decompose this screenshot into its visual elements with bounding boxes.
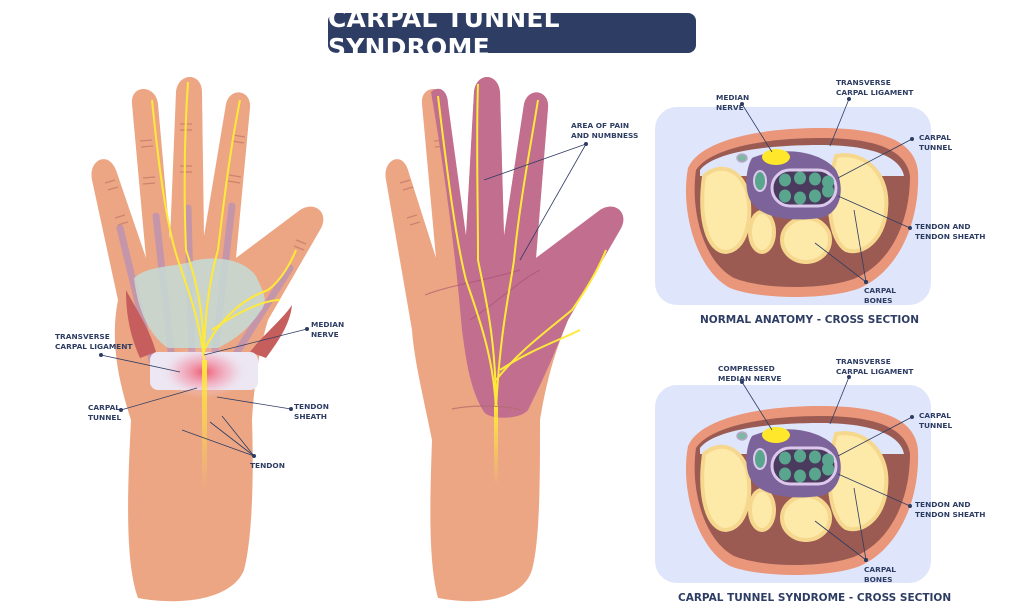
syndrome-label-transverse-carpal-ligament: TRANSVERSE CARPAL LIGAMENT — [836, 357, 914, 376]
carpal-bone — [700, 166, 752, 255]
middle-hand-leader-lines — [483, 141, 589, 261]
tendon-cross-section — [822, 184, 834, 198]
normal-label-carpal-tunnel: CARPAL TUNNEL — [919, 133, 953, 152]
compressed-median-nerve — [762, 427, 790, 443]
page-title: CARPAL TUNNEL SYNDROME — [328, 4, 560, 62]
syndrome-label-tendon-sheath: TENDON AND TENDON SHEATH — [915, 500, 986, 519]
label-area-of-pain: AREA OF PAIN AND NUMBNESS — [571, 121, 639, 140]
tendon-cross-section — [809, 450, 821, 464]
tendon-cross-section — [809, 189, 821, 203]
label-tendon-sheath: TENDON SHEATH — [294, 402, 329, 421]
vessel-icon — [736, 153, 748, 163]
syndrome-section-caption: CARPAL TUNNEL SYNDROME - CROSS SECTION — [678, 592, 952, 604]
carpal-bone — [780, 494, 832, 542]
forearm-tendons — [168, 392, 240, 500]
leader-line — [741, 103, 773, 153]
tendon-cross-section — [822, 462, 834, 476]
leader-line — [837, 195, 911, 229]
tendon-cross-section — [794, 449, 806, 463]
carpal-bone — [748, 210, 776, 254]
leader-line — [741, 381, 773, 431]
tendon-cross-section — [753, 170, 767, 192]
label-tendon: TENDON — [250, 461, 285, 470]
leader-line — [837, 473, 911, 507]
tendon-cross-section — [779, 467, 791, 481]
normal-section-caption: NORMAL ANATOMY - CROSS SECTION — [700, 314, 920, 326]
carpal-bone — [748, 488, 776, 532]
leader-line — [853, 487, 867, 561]
cross-section-leader-lines — [740, 97, 915, 284]
tendon-cross-section — [794, 171, 806, 185]
leader-line — [853, 209, 867, 283]
thenar-muscle-left — [126, 290, 156, 358]
left-hand-leader-lines — [99, 326, 309, 458]
tendon-cross-section — [779, 173, 791, 187]
tendon-cross-section — [794, 191, 806, 205]
vessel-icon — [736, 431, 748, 441]
title-banner: CARPAL TUNNEL SYNDROME — [328, 4, 696, 62]
leader-dot — [910, 136, 915, 141]
median-nerve-trunk — [202, 360, 207, 490]
label-median-nerve: MEDIAN NERVE — [311, 320, 345, 339]
leader-line — [837, 138, 913, 179]
leader-dot — [864, 557, 869, 562]
leader-dot — [908, 225, 913, 230]
syndrome-cross-section — [655, 375, 931, 583]
leader-dot — [847, 375, 852, 380]
leader-line — [837, 416, 913, 457]
middle-hand-illustration — [385, 77, 624, 602]
leader-line — [814, 242, 867, 283]
leader-dot — [847, 97, 852, 102]
tendon-cross-section — [753, 448, 767, 470]
tendon-cross-section — [779, 451, 791, 465]
tendon-cross-section — [779, 189, 791, 203]
normal-cross-section — [655, 97, 931, 305]
hypothenar-muscle-right — [250, 305, 292, 358]
normal-label-median-nerve: MEDIAN NERVE — [716, 93, 750, 112]
leader-dot — [864, 279, 869, 284]
leader-dot — [908, 503, 913, 508]
normal-label-carpal-bones: CARPAL BONES — [864, 286, 897, 305]
normal-label-transverse-carpal-ligament: TRANSVERSE CARPAL LIGAMENT — [836, 78, 914, 97]
tendon-cross-section — [809, 172, 821, 186]
leader-line — [829, 376, 850, 425]
leader-dot — [910, 414, 915, 419]
middle-median-nerve — [437, 83, 607, 411]
syndrome-label-compressed-median-nerve: COMPRESSED MEDIAN NERVE — [718, 364, 782, 383]
leader-dot — [740, 102, 745, 107]
tendon-cross-section — [822, 175, 834, 189]
label-carpal-tunnel: CARPAL TUNNEL — [88, 403, 122, 422]
tendon-cross-section — [794, 469, 806, 483]
leader-line — [829, 98, 850, 147]
left-hand-illustration — [91, 77, 324, 602]
syndrome-label-carpal-tunnel: CARPAL TUNNEL — [919, 411, 953, 430]
label-transverse-carpal-ligament: TRANSVERSE CARPAL LIGAMENT — [55, 332, 133, 351]
cross-section-leader-lines — [740, 375, 915, 562]
leader-line — [814, 520, 867, 561]
tendon-cross-section — [809, 467, 821, 481]
normal-label-tendon-sheath: TENDON AND TENDON SHEATH — [915, 222, 986, 241]
middle-median-nerve-trunk — [494, 405, 498, 485]
median-nerve — [762, 149, 790, 165]
wrist-crease — [451, 405, 521, 411]
median-nerve-branches — [151, 81, 297, 361]
leader-dot — [740, 380, 745, 385]
carpal-bone — [780, 216, 832, 264]
tendon-cross-section — [822, 453, 834, 467]
carpal-bone — [700, 444, 752, 533]
syndrome-label-carpal-bones: CARPAL BONES — [864, 565, 897, 584]
